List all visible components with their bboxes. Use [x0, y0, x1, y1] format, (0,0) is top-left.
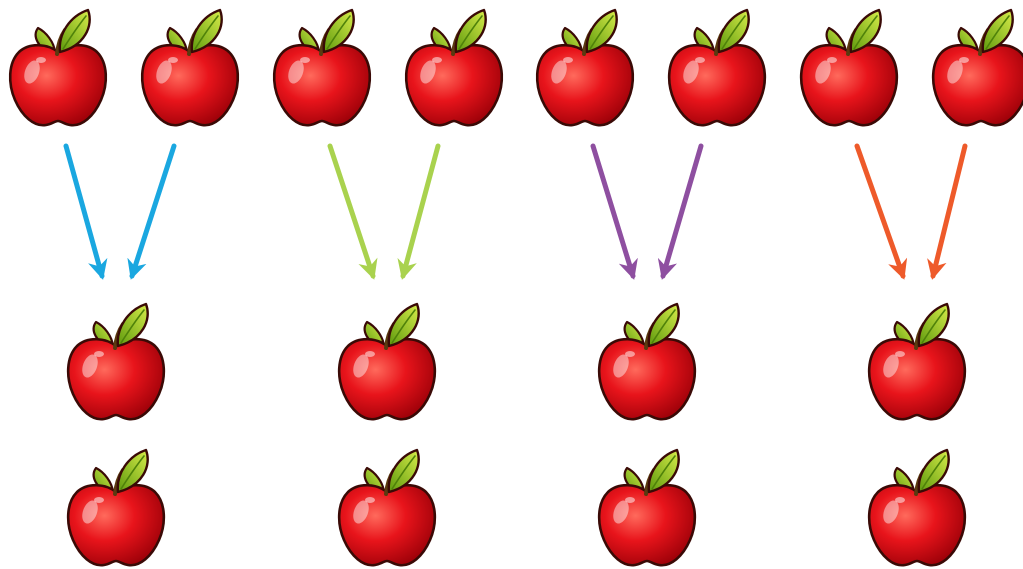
arrow-left-group-2 [327, 143, 378, 280]
arrow-left-group-4 [854, 143, 908, 280]
arrow-right-group-1 [127, 143, 177, 280]
arrow-right-group-3 [657, 143, 704, 280]
arrow-left-group-3 [590, 143, 638, 280]
arrow-right-group-4 [927, 143, 968, 280]
arrows-layer [63, 143, 968, 280]
arrow-right-group-2 [397, 143, 441, 280]
arrow-left-group-1 [63, 143, 108, 280]
